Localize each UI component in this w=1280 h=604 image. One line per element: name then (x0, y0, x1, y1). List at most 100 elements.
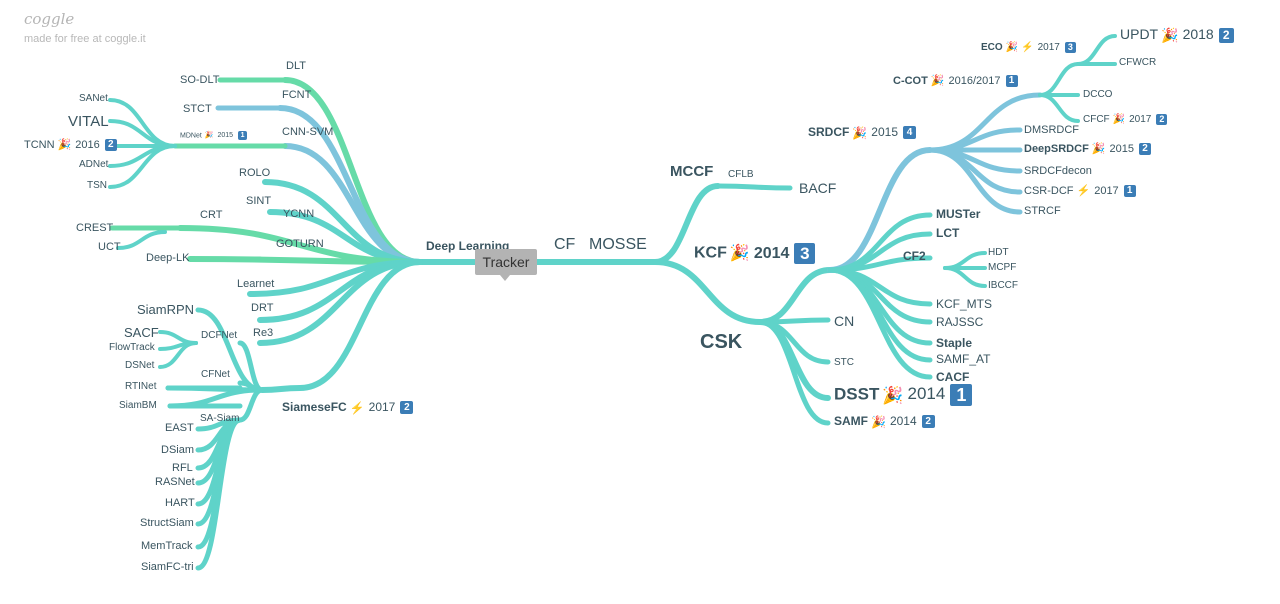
node-tsn[interactable]: TSN (87, 181, 107, 191)
node-label: BACF (799, 180, 837, 196)
node-dsnet[interactable]: DSNet (125, 361, 154, 371)
node-cf2[interactable]: CF2 (903, 250, 926, 262)
count-badge: 2 (1156, 114, 1168, 125)
node-mosse[interactable]: MOSSE (589, 237, 647, 253)
node-rolo[interactable]: ROLO (239, 168, 270, 179)
node-sanet[interactable]: SANet (79, 94, 108, 104)
node-cf[interactable]: CF (554, 237, 575, 253)
party-popper-icon: 🎉 (930, 74, 945, 87)
branch-connector (259, 385, 303, 393)
node-rajssc[interactable]: RAJSSC (936, 316, 983, 328)
node-sint[interactable]: SINT (246, 196, 271, 207)
node-rfl[interactable]: RFL (172, 463, 193, 474)
node-label: SACF (124, 325, 159, 340)
node-samfat[interactable]: SAMF_AT (936, 353, 990, 365)
node-dsiam[interactable]: DSiam (161, 445, 194, 456)
node-deeplk[interactable]: Deep-LK (146, 253, 189, 264)
node-strcf[interactable]: STRCF (1024, 206, 1061, 217)
node-uct[interactable]: UCT (98, 242, 121, 253)
node-stc[interactable]: STC (834, 358, 854, 368)
node-learnet[interactable]: Learnet (237, 279, 274, 290)
node-dlt[interactable]: DLT (286, 61, 306, 72)
node-structsiam[interactable]: StructSiam (140, 518, 194, 529)
node-re3[interactable]: Re3 (253, 328, 273, 339)
node-label: RFL (172, 462, 193, 474)
node-srdcfdecon[interactable]: SRDCFdecon (1024, 166, 1092, 177)
node-siamfctri[interactable]: SiamFC-tri (141, 562, 194, 573)
node-flowtrack[interactable]: FlowTrack (109, 343, 155, 353)
node-cflb[interactable]: CFLB (728, 170, 754, 180)
branch-connector (827, 267, 933, 346)
node-mcpf[interactable]: MCPF (988, 263, 1016, 273)
node-year: 2015 (1109, 142, 1134, 155)
node-bacf[interactable]: BACF (799, 181, 836, 195)
node-muster[interactable]: MUSTer (936, 208, 980, 220)
node-dcco[interactable]: DCCO (1083, 90, 1112, 100)
node-cn[interactable]: CN (834, 314, 854, 328)
node-cnnsvm[interactable]: CNN-SVM (282, 127, 333, 138)
node-mccf[interactable]: MCCF (670, 164, 713, 179)
root-node-tracker[interactable]: Tracker (475, 249, 537, 281)
node-hart[interactable]: HART (165, 498, 195, 509)
branch-connector (195, 417, 243, 571)
node-east[interactable]: EAST (165, 423, 194, 434)
node-label: SANet (79, 93, 108, 104)
node-sacf[interactable]: SACF (124, 326, 159, 339)
node-rtinet[interactable]: RTINet (125, 382, 157, 392)
node-label: MemTrack (141, 540, 193, 552)
node-label: CFCF (1083, 114, 1110, 126)
node-crest[interactable]: CREST (76, 223, 113, 234)
node-dcfnet[interactable]: DCFNet (201, 331, 237, 341)
party-popper-icon: 🎉 (871, 414, 886, 429)
node-label: MCCF (670, 163, 714, 180)
node-vital[interactable]: VITAL (68, 114, 109, 129)
lightning-icon: ⚡ (1021, 41, 1034, 53)
node-ycnn[interactable]: YCNN (283, 209, 314, 220)
node-dmsrdcf[interactable]: DMSRDCF (1024, 125, 1079, 136)
node-adnet[interactable]: ADNet (79, 160, 108, 170)
branch-connector (827, 147, 933, 273)
node-kcfmts[interactable]: KCF_MTS (936, 298, 992, 310)
node-rasnet[interactable]: RASNet (155, 477, 195, 488)
node-stct[interactable]: STCT (183, 104, 212, 115)
branch-connector (237, 387, 265, 423)
node-sodlt[interactable]: SO-DLT (180, 75, 220, 86)
node-cfnet[interactable]: CFNet (201, 370, 230, 380)
node-cacf[interactable]: CACF (936, 371, 969, 383)
node-label: SRDCFdecon (1024, 165, 1092, 177)
node-ibccf[interactable]: IBCCF (988, 281, 1018, 291)
node-hdt[interactable]: HDT (988, 248, 1009, 258)
node-siamrpn[interactable]: SiamRPN (137, 303, 194, 316)
branch-connector (116, 230, 167, 250)
node-year: 2015 (217, 132, 234, 140)
node-goturn[interactable]: GOTURN (276, 239, 324, 250)
node-csk[interactable]: CSK (700, 332, 742, 352)
node-staple[interactable]: Staple (936, 337, 972, 349)
count-badge: 1 (238, 131, 248, 140)
node-sasiam[interactable]: SA-Siam (200, 414, 239, 424)
node-label: SO-DLT (180, 74, 220, 86)
node-memtrack[interactable]: MemTrack (141, 541, 193, 552)
branch-connector (652, 259, 763, 325)
branch-connector (652, 183, 721, 265)
node-siambm[interactable]: SiamBM (119, 401, 157, 411)
node-label: CFLB (728, 169, 754, 180)
node-lct[interactable]: LCT (936, 227, 959, 239)
node-fcnt[interactable]: FCNT (282, 90, 311, 101)
node-crt[interactable]: CRT (200, 210, 222, 221)
node-cfwcr[interactable]: CFWCR (1119, 58, 1156, 68)
node-drt[interactable]: DRT (251, 303, 273, 314)
